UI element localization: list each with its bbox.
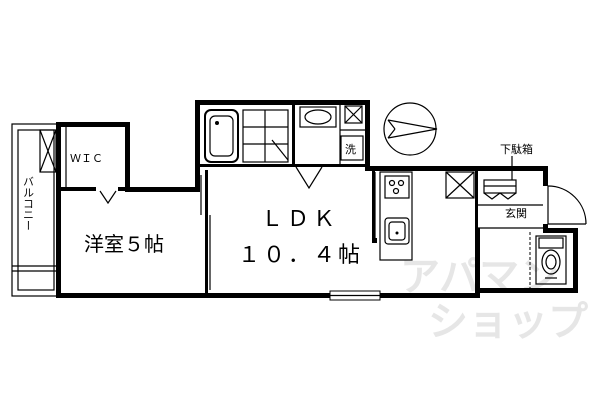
washer-label: 洗 <box>345 143 356 156</box>
entrance-door <box>547 185 587 225</box>
wic-label: ＷＩＣ <box>70 152 103 165</box>
stove-icon <box>384 175 410 199</box>
watermark: アパマン ショップ <box>400 254 588 345</box>
sink-icon <box>384 217 410 245</box>
washbasin-icon <box>299 106 337 128</box>
door-icon <box>295 166 323 190</box>
vent-icon <box>344 105 363 124</box>
shower-area <box>242 109 289 163</box>
compass-icon <box>383 102 438 156</box>
shoe-box: 下駄箱 <box>483 142 533 200</box>
toilet-icon <box>535 235 567 285</box>
balcony: バルコニー <box>11 123 61 297</box>
kitchen <box>374 171 413 261</box>
balcony-label: バルコニー <box>22 176 35 231</box>
shoe-box-label: 下駄箱 <box>500 142 533 156</box>
ldk-size-label: １０．４帖 <box>238 243 363 268</box>
watermark-line2: ショップ <box>428 299 588 345</box>
outer-walls <box>56 100 578 298</box>
western-room-label: 洋室５帖 <box>84 232 164 256</box>
entrance-label: 玄関 <box>505 206 527 220</box>
bathtub-icon <box>204 109 239 163</box>
ldk-name-label: ＬＤＫ <box>261 207 339 232</box>
interior-walls <box>56 105 543 295</box>
window <box>329 290 381 301</box>
wic: ＷＩＣ <box>39 129 117 205</box>
fridge-space <box>445 171 475 199</box>
washer-space: 洗 <box>340 135 364 161</box>
